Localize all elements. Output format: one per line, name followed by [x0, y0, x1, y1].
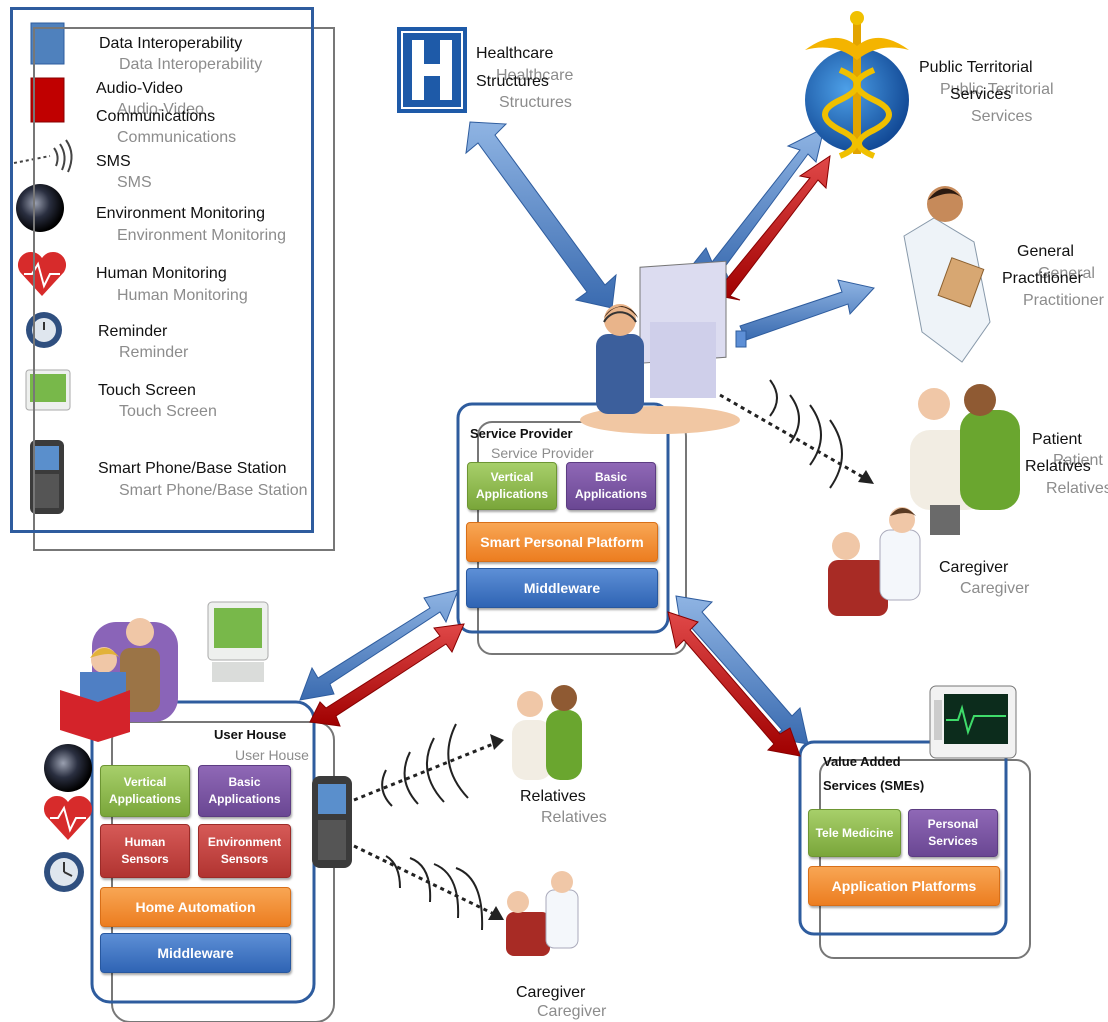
service-provider-title-shadow: Service Provider	[491, 445, 594, 461]
relatives-label-shadow: Relatives	[541, 809, 607, 826]
healthcare-label-2-shadow: Structures	[499, 94, 572, 111]
legend-phone-label: Smart Phone/Base Station	[98, 460, 287, 477]
relatives-label: Relatives	[520, 788, 586, 805]
legend-human-label-shadow: Human Monitoring	[117, 287, 248, 304]
sp-middleware: Middleware	[466, 568, 658, 608]
uh-vertical-applications: Vertical Applications	[100, 765, 190, 817]
sp-vertical-applications: Vertical Applications	[467, 462, 557, 510]
environment-sensor-icon	[44, 744, 92, 792]
caregiver-right-label: Caregiver	[939, 559, 1009, 576]
legend-data-label: Data Interoperability	[99, 35, 243, 52]
legend-touch-label: Touch Screen	[98, 382, 196, 399]
caduceus-icon	[805, 11, 909, 159]
uh-human-sensors: Human Sensors	[100, 824, 190, 878]
legend-reminder-label: Reminder	[98, 323, 168, 340]
arrow-healthcare	[465, 121, 617, 309]
legend-data-label-shadow: Data Interoperability	[119, 56, 263, 73]
touch-screen-device-icon	[207, 601, 269, 682]
legend-av-label-shadow: Audio-Video	[117, 101, 204, 118]
user-house-title: User House	[214, 727, 287, 742]
patient-relatives-label-2: Relatives	[1025, 458, 1091, 475]
patient-relatives-label: Patient	[1032, 431, 1082, 448]
medical-monitor-icon	[929, 685, 1017, 759]
doctor-icon	[903, 186, 991, 363]
legend-sms-label: SMS	[96, 153, 131, 170]
smart-phone-icon	[312, 776, 352, 868]
legend-reminder-label-shadow: Reminder	[119, 344, 189, 361]
sp-basic-applications: Basic Applications	[566, 462, 656, 510]
relatives-icon	[512, 685, 582, 780]
gp-label-2-shadow: Practitioner	[1023, 292, 1104, 309]
sp-smart-personal-platform: Smart Personal Platform	[466, 522, 658, 562]
legend-env-label: Environment Monitoring	[96, 205, 265, 222]
vas-tele-medicine: Tele Medicine	[808, 809, 901, 857]
caregiver-bottom-label: Caregiver	[516, 984, 586, 1001]
legend-shadow-frame	[33, 27, 335, 551]
legend-heart-icon	[17, 251, 67, 296]
legend-av-label-2-shadow: Communications	[117, 129, 237, 146]
caregiver-bottom-icon	[506, 871, 579, 956]
caregiver-right-label-shadow: Caregiver	[960, 580, 1030, 597]
vas-personal-services: Personal Services	[908, 809, 998, 857]
gp-label: General	[1017, 243, 1074, 260]
legend-env-label-shadow: Environment Monitoring	[117, 227, 286, 244]
healthcare-label: Healthcare	[476, 45, 554, 62]
healthcare-label-2: Structures	[476, 73, 549, 90]
public-services-label-shadow: Public Territorial	[940, 81, 1054, 98]
legend-sms-label-shadow: SMS	[117, 174, 152, 191]
caregiver-bottom-label-shadow: Caregiver	[537, 1003, 607, 1020]
public-services-label-2-shadow: Services	[971, 108, 1033, 125]
value-added-title-2: Services (SMEs)	[823, 778, 925, 793]
legend-tablet-icon	[25, 369, 71, 411]
uh-basic-applications: Basic Applications	[198, 765, 291, 817]
patient-relatives-icon	[910, 384, 1020, 535]
gp-label-shadow: General	[1038, 265, 1095, 282]
service-provider-title: Service Provider	[470, 426, 573, 441]
patient-relatives-label-2-shadow: Relatives	[1046, 480, 1108, 497]
uh-middleware: Middleware	[100, 933, 291, 973]
legend-av-label: Audio-Video	[96, 80, 183, 97]
patient-relatives-label-shadow: Patient	[1053, 452, 1103, 469]
user-house-title-shadow: User House	[235, 747, 309, 763]
healthcare-label-shadow: Healthcare	[496, 67, 574, 84]
heart-monitor-icon	[43, 795, 93, 840]
legend-av-label-2: Communications	[96, 108, 216, 125]
legend-touch-label-shadow: Touch Screen	[119, 403, 217, 420]
legend-sms-icon	[13, 139, 73, 173]
legend-frame	[10, 7, 314, 533]
vas-application-platforms: Application Platforms	[808, 866, 1000, 906]
uh-home-automation: Home Automation	[100, 887, 291, 927]
caregiver-icon	[828, 507, 921, 616]
operator-icon	[580, 260, 740, 434]
grandparent-child-icon	[60, 618, 178, 742]
legend-data-swatch	[30, 22, 65, 65]
legend-av-swatch	[30, 77, 65, 123]
gp-label-2: Practitioner	[1002, 270, 1083, 287]
uh-environment-sensors: Environment Sensors	[198, 824, 291, 878]
legend-phone-icon	[30, 440, 64, 514]
public-services-label: Public Territorial	[919, 59, 1033, 76]
legend-phone-label-shadow: Smart Phone/Base Station	[119, 482, 308, 499]
legend-human-label: Human Monitoring	[96, 265, 227, 282]
value-added-title: Value Added	[823, 754, 901, 769]
public-services-label-2: Services	[950, 86, 1012, 103]
hospital-icon	[397, 27, 467, 113]
legend-camera-icon	[16, 184, 64, 232]
